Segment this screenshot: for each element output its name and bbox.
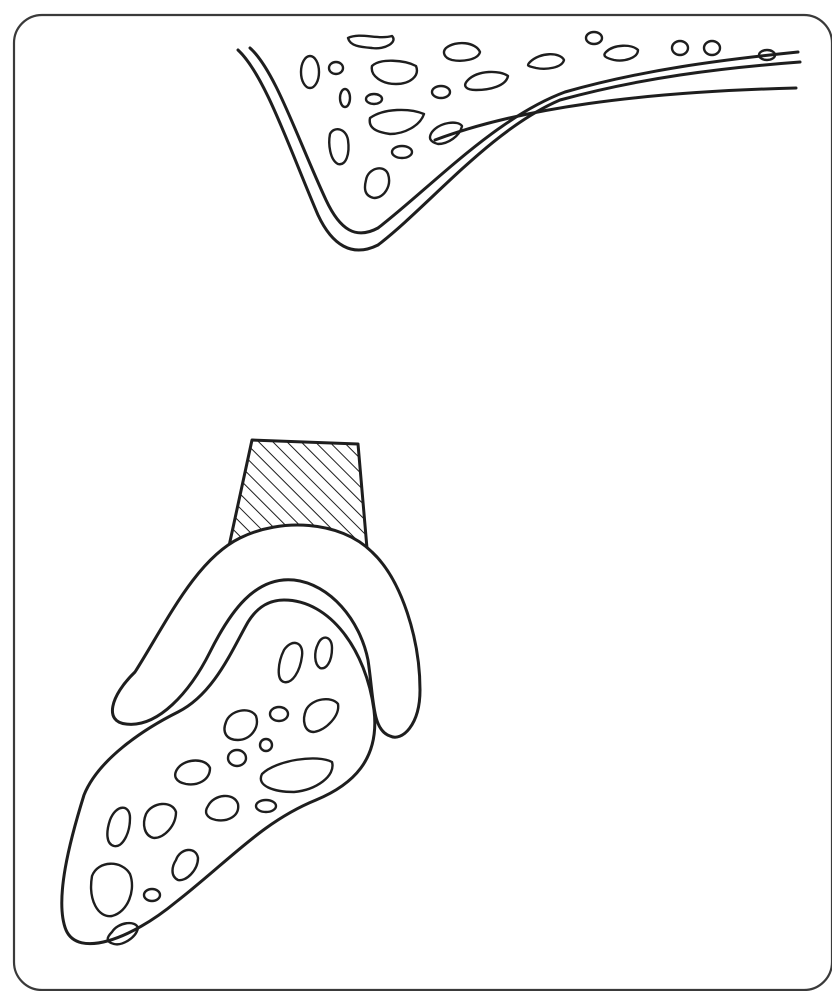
cavity [444,43,480,61]
cavity [465,72,508,90]
ridge-outer-line [238,50,800,250]
cavity [586,32,602,44]
cavity [372,61,417,84]
ridge-section [238,32,800,250]
ridge-cavities [301,32,775,198]
cavity [366,94,382,104]
cavity [348,36,394,49]
ridge-lower-line [435,88,796,140]
bone-section [62,600,375,944]
cavity [329,62,343,74]
cavity [370,110,424,134]
cavity [704,41,720,55]
cavity [365,168,389,198]
cavity [301,56,319,88]
cavity [340,89,350,107]
cavity [672,41,688,55]
cavity [392,146,412,158]
cavity [604,46,638,61]
bone-outer-line [62,600,375,944]
cavity [528,54,564,68]
cavity [432,86,450,98]
cavity [329,129,348,164]
ridge-inner-line [250,48,798,233]
